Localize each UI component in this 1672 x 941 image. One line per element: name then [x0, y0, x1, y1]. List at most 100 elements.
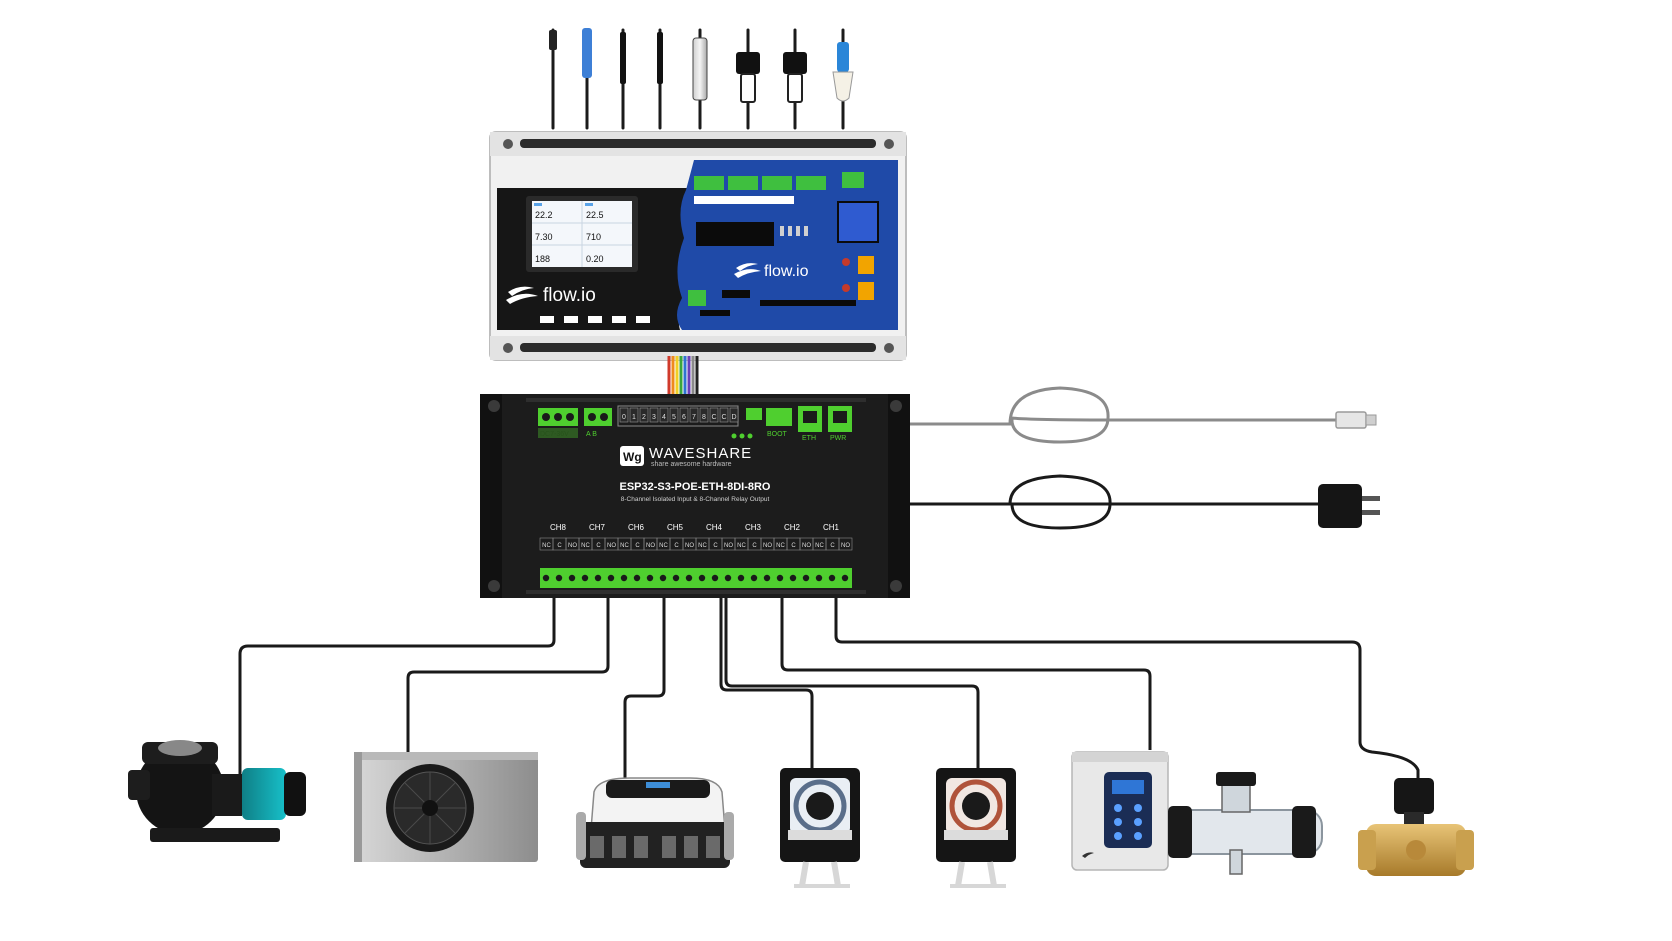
vendor-tagline: share awesome hardware	[651, 461, 732, 468]
contact-label: NC	[581, 543, 590, 549]
terminal-screw	[724, 574, 732, 582]
terminal-screw	[698, 574, 706, 582]
terminal-screw	[568, 574, 576, 582]
channel-label: CH7	[589, 523, 606, 532]
vendor-name: WAVESHARE	[649, 445, 752, 462]
input-pin-label: 1	[632, 414, 636, 421]
terminal-screw	[672, 574, 680, 582]
input-pin-label: 3	[652, 414, 656, 421]
contact-label: C	[596, 543, 601, 549]
terminal-screw	[815, 574, 823, 582]
pool-robot-icon	[576, 777, 734, 868]
terminal-screw	[776, 574, 784, 582]
contact-label: NO	[685, 543, 694, 549]
contact-label: C	[557, 543, 562, 549]
relay-terminal-block[interactable]	[540, 568, 852, 588]
pcb-components	[688, 172, 879, 316]
probe-icon	[783, 28, 807, 130]
probe-icon	[620, 28, 626, 130]
input-pin	[659, 407, 669, 423]
terminal-screw	[620, 574, 628, 582]
screen-value: 710	[586, 232, 601, 242]
contact-label: NC	[698, 543, 707, 549]
contact-label: C	[635, 543, 640, 549]
input-pin-label: 8	[702, 414, 706, 421]
ethernet-plug-icon	[1335, 411, 1377, 429]
channel-label: CH4	[706, 523, 723, 532]
salt-chlorinator-icon	[1071, 751, 1323, 875]
boot-button[interactable]: BOOT	[746, 408, 792, 438]
terminal-screw	[594, 574, 602, 582]
boot-label: BOOT	[767, 431, 788, 438]
terminal-screw	[737, 574, 745, 582]
screen-value: 7.30	[535, 232, 553, 242]
rs485-terminal[interactable]: A B	[584, 408, 612, 438]
terminal-screw	[659, 574, 667, 582]
input-pin-label: 2	[642, 414, 646, 421]
contact-label: C	[791, 543, 796, 549]
contact-label: C	[674, 543, 679, 549]
contact-label: C	[752, 543, 757, 549]
pool-pump-icon	[128, 740, 306, 842]
board-brand: flow.io	[764, 263, 809, 280]
heat-pump-icon	[354, 752, 538, 862]
relay-screws	[542, 574, 849, 582]
probe-icon	[582, 28, 592, 130]
channel-label: CH3	[745, 523, 762, 532]
input-pin-label: C	[721, 414, 726, 421]
screen-value: 0.20	[586, 254, 604, 264]
contact-label: NO	[802, 543, 811, 549]
eth-port[interactable]: ETH	[798, 406, 822, 442]
contact-label: NC	[542, 543, 551, 549]
channel-label: CH2	[784, 523, 801, 532]
input-pin	[719, 407, 729, 423]
pwr-label: PWR	[830, 435, 846, 442]
contact-label: C	[713, 543, 718, 549]
channel-label: CH8	[550, 523, 567, 532]
solenoid-valve-icon	[1358, 778, 1474, 876]
ethernet-cable	[908, 386, 1336, 444]
channel-label: CH5	[667, 523, 684, 532]
terminal-screw	[802, 574, 810, 582]
contact-cell	[838, 537, 853, 551]
power-cable	[908, 474, 1318, 530]
svg-text:Wg: Wg	[623, 450, 642, 464]
sensor-probes	[549, 28, 854, 130]
status-leds	[731, 433, 753, 439]
contact-label: C	[830, 543, 835, 549]
input-pin	[619, 407, 629, 423]
contact-label: NC	[815, 543, 824, 549]
contact-label: NO	[568, 543, 577, 549]
probe-icon	[736, 28, 760, 130]
contact-label: NC	[659, 543, 668, 549]
contact-label: NO	[841, 543, 850, 549]
model-name: ESP32-S3-POE-ETH-8DI-8RO	[620, 481, 771, 493]
contact-label: NO	[724, 543, 733, 549]
flowio-controller: 22.2 22.5 7.30 710 188 0.20 flow.io	[489, 131, 907, 361]
channel-label: CH6	[628, 523, 645, 532]
contact-label: NC	[737, 543, 746, 549]
terminal-screw	[607, 574, 615, 582]
input-pin-label: 0	[622, 414, 626, 421]
input-pin-label: 7	[692, 414, 696, 421]
terminal-screw	[581, 574, 589, 582]
terminal-screw	[555, 574, 563, 582]
relay-cables	[238, 596, 1420, 782]
input-pin-label: 5	[672, 414, 676, 421]
controller-display[interactable]: 22.2 22.5 7.30 710 188 0.20	[526, 196, 638, 272]
terminal-screw	[750, 574, 758, 582]
terminal-screw	[711, 574, 719, 582]
power-adapter-icon	[1318, 484, 1380, 528]
ribbon-cable	[667, 356, 699, 394]
input-pin	[639, 407, 649, 423]
power-terminal[interactable]: DC7-36V	[538, 408, 578, 438]
input-pin-label: 6	[682, 414, 686, 421]
input-pin	[649, 407, 659, 423]
probe-icon	[549, 28, 557, 130]
pwr-port[interactable]: PWR	[828, 406, 852, 442]
